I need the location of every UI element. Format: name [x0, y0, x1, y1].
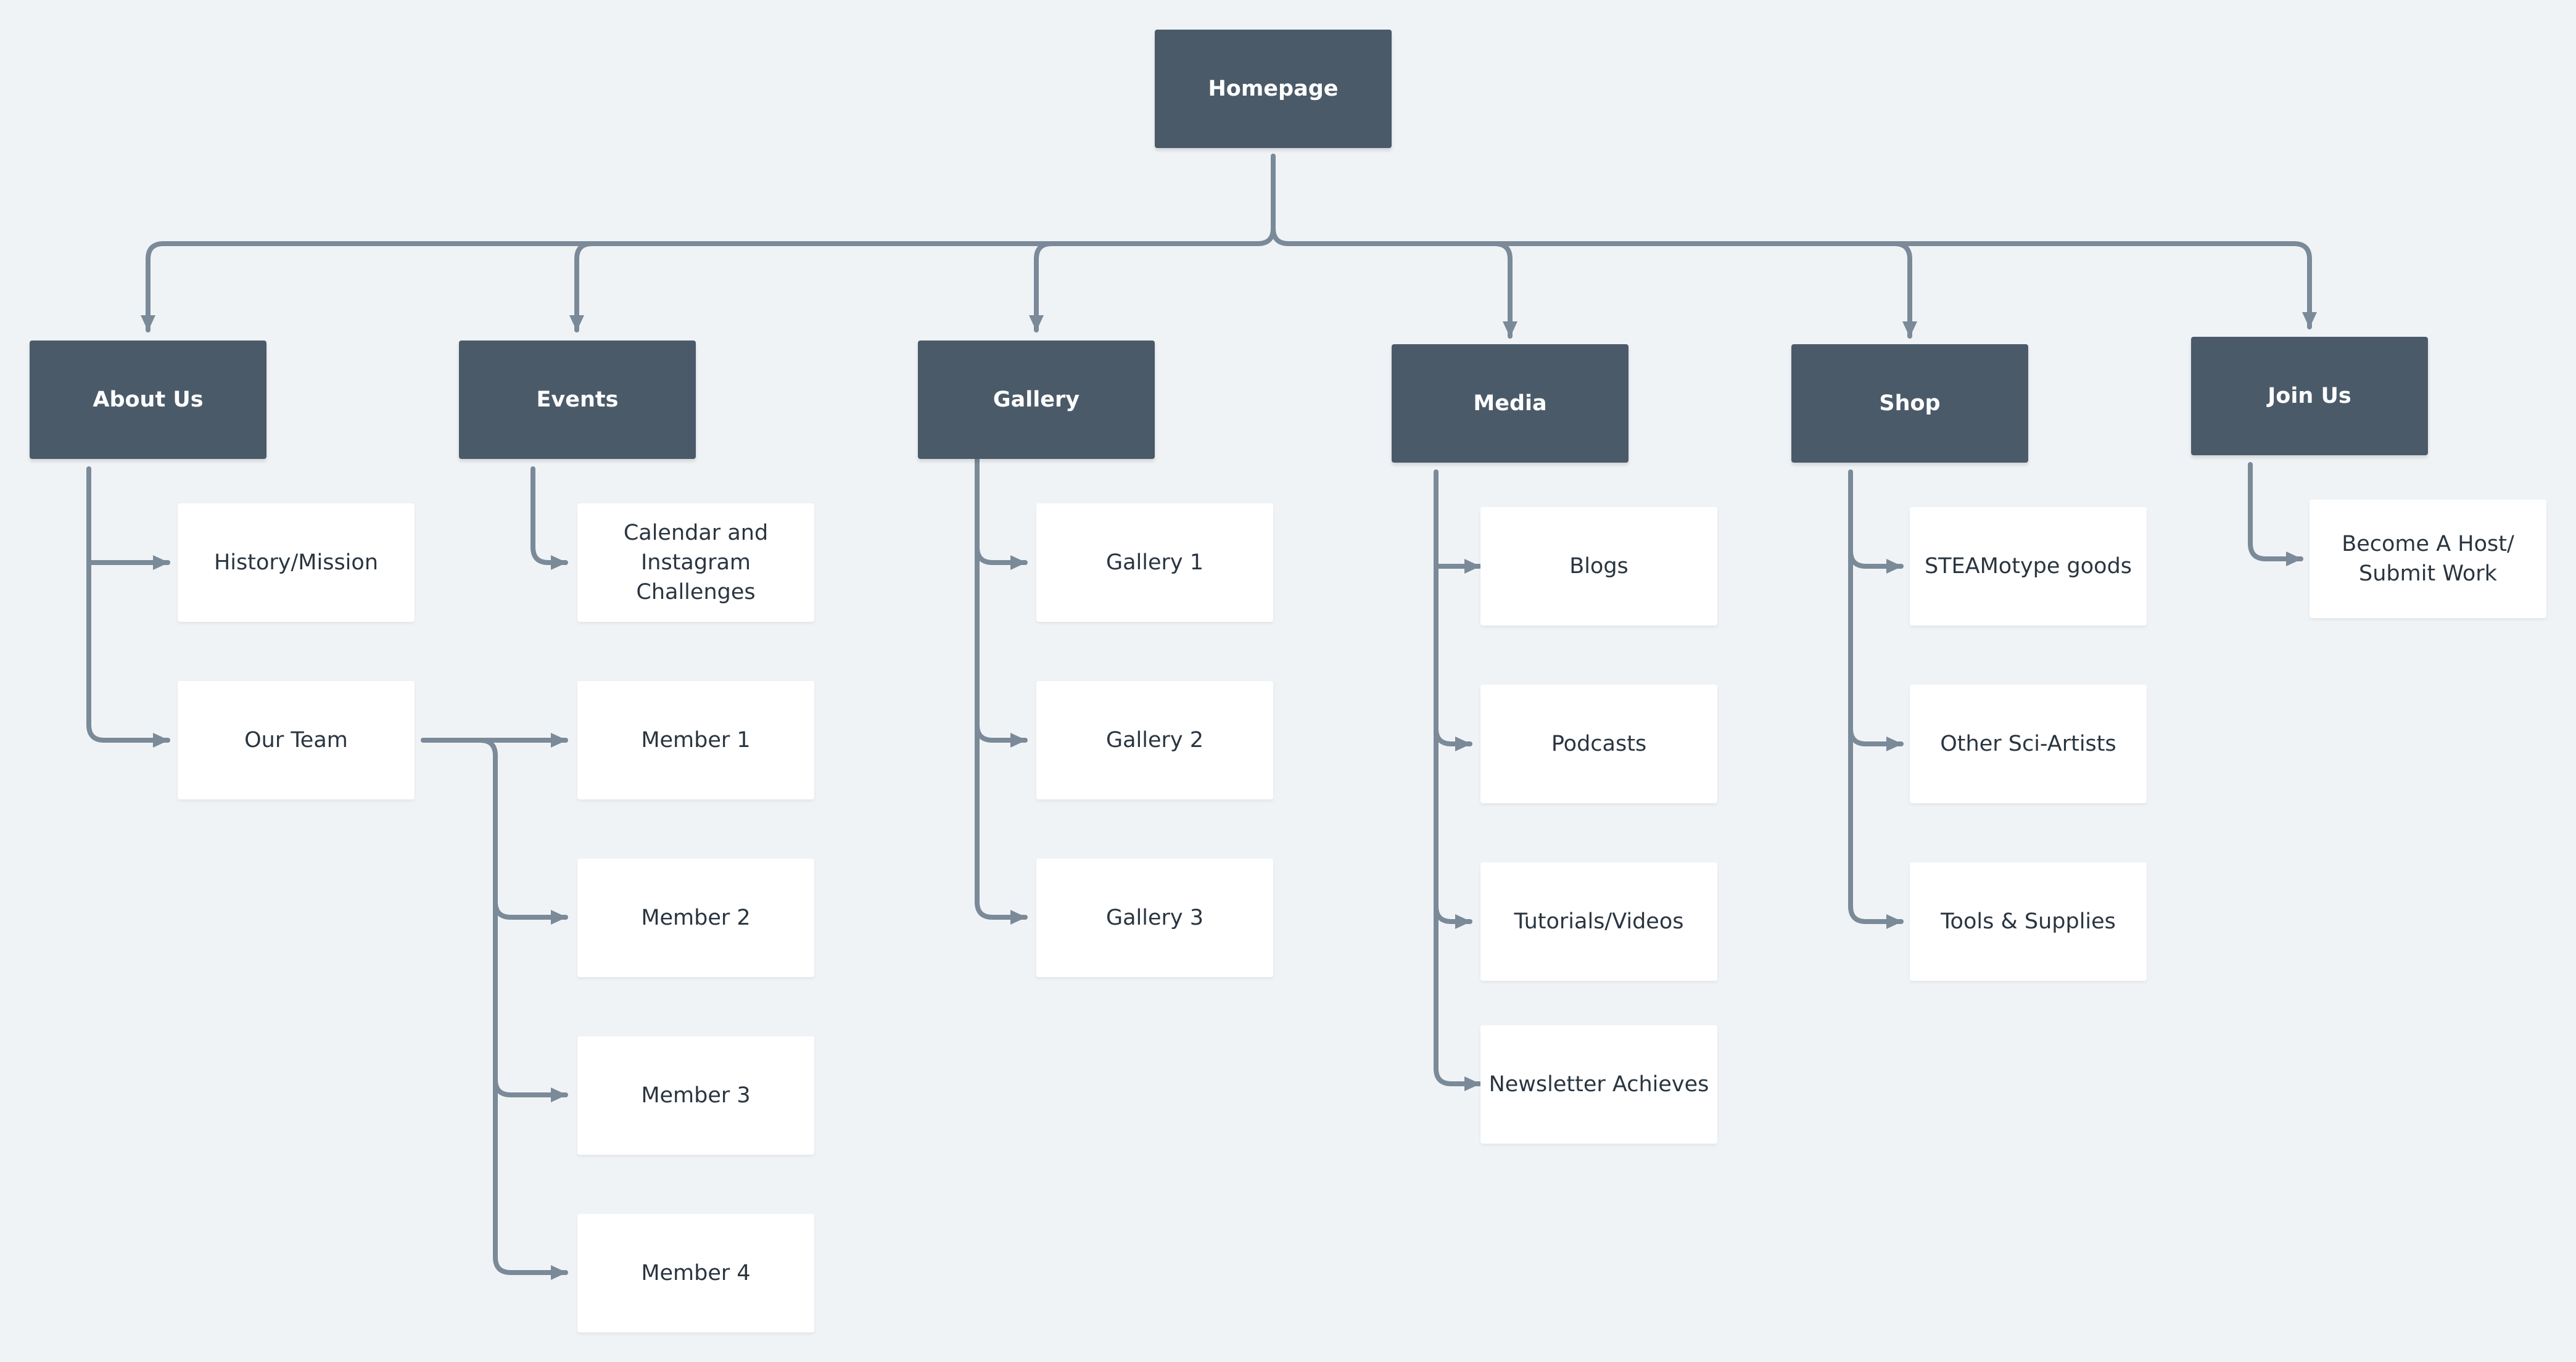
- gallery-trunk: [975, 456, 1028, 925]
- member-1-node[interactable]: Member 1: [577, 681, 814, 799]
- gallery-3-node[interactable]: Gallery 3: [1036, 859, 1273, 977]
- link-member-3: [493, 1077, 568, 1102]
- blogs-node[interactable]: Blogs: [1480, 507, 1717, 625]
- gallery-1-node[interactable]: Gallery 1: [1036, 503, 1273, 622]
- media-node[interactable]: Media: [1392, 344, 1629, 463]
- about-trunk: [86, 466, 170, 748]
- gallery-2-node[interactable]: Gallery 2: [1036, 681, 1273, 799]
- tutorials-videos-node[interactable]: Tutorials/Videos: [1480, 862, 1717, 981]
- media-trunk: [1434, 469, 1482, 1091]
- join-trunk: [2248, 462, 2303, 566]
- member-2-node[interactable]: Member 2: [577, 859, 814, 977]
- member-3-node[interactable]: Member 3: [577, 1036, 814, 1155]
- link-gallery-1: [975, 545, 1028, 570]
- link-media: [1492, 241, 1517, 339]
- bus-left: [141, 226, 1276, 332]
- about-us-node[interactable]: About Us: [30, 340, 266, 459]
- link-member-2: [493, 899, 568, 925]
- newsletter-achieves-node[interactable]: Newsletter Achieves: [1480, 1025, 1717, 1144]
- other-sci-artists-node[interactable]: Other Sci-Artists: [1910, 685, 2147, 803]
- link-gallery: [1029, 241, 1054, 332]
- link-events: [569, 241, 595, 332]
- link-tutorials: [1434, 904, 1472, 929]
- calendar-challenges-node[interactable]: Calendar and Instagram Challenges: [577, 503, 814, 622]
- link-gallery-2: [975, 722, 1028, 748]
- bus-right: [1271, 226, 2317, 329]
- shop-trunk: [1848, 469, 1904, 929]
- our-team-node[interactable]: Our Team: [178, 681, 415, 799]
- podcasts-node[interactable]: Podcasts: [1480, 685, 1717, 803]
- events-trunk: [530, 466, 568, 570]
- tools-supplies-node[interactable]: Tools & Supplies: [1910, 862, 2147, 981]
- link-podcasts: [1434, 726, 1472, 751]
- shop-node[interactable]: Shop: [1791, 344, 2028, 463]
- member-4-node[interactable]: Member 4: [577, 1214, 814, 1332]
- join-us-node[interactable]: Join Us: [2191, 337, 2428, 455]
- link-steamotype: [1848, 548, 1904, 574]
- steamotype-goods-node[interactable]: STEAMotype goods: [1910, 507, 2147, 625]
- gallery-node[interactable]: Gallery: [918, 340, 1155, 459]
- link-shop: [1892, 241, 1917, 339]
- homepage-node[interactable]: Homepage: [1155, 30, 1392, 148]
- become-host-node[interactable]: Become A Host/ Submit Work: [2310, 500, 2546, 618]
- history-mission-node[interactable]: History/Mission: [178, 503, 415, 622]
- team-trunk: [477, 738, 568, 1280]
- events-node[interactable]: Events: [459, 340, 696, 459]
- link-other-sci-artists: [1848, 726, 1904, 751]
